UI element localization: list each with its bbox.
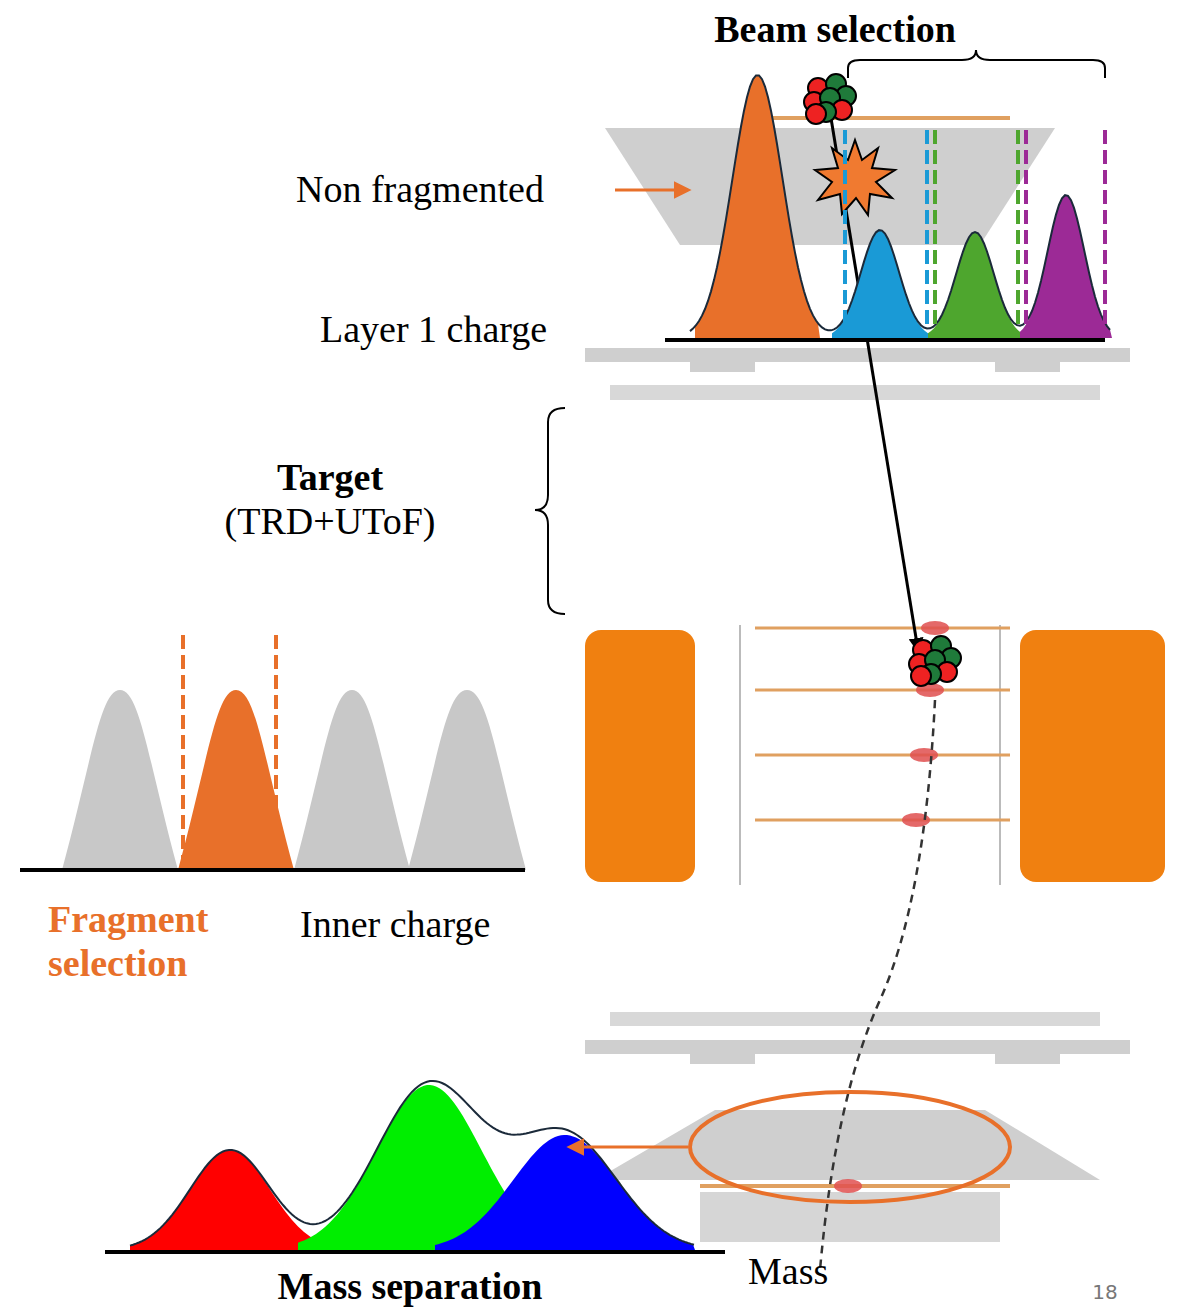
bracket — [535, 408, 565, 614]
nucleus-symbols — [804, 74, 961, 686]
pointer-arrow — [615, 189, 688, 192]
annotation: Non fragmented — [296, 168, 544, 212]
axis-label: Inner charge — [300, 903, 490, 947]
slide-number: 18 — [1092, 1281, 1117, 1304]
axis-label: Layer 1 charge — [320, 308, 547, 352]
heading: Target — [277, 456, 383, 500]
charge-histograms — [20, 75, 1112, 1252]
heading: Beam selection — [714, 8, 956, 52]
heading: Mass separation — [278, 1265, 543, 1309]
axis-label: Mass — [748, 1250, 828, 1294]
ams-detector — [585, 112, 1165, 1270]
pointer-arrow — [570, 1146, 688, 1149]
bracket — [848, 50, 1105, 78]
annotation: (TRD+UToF) — [225, 500, 436, 544]
heading: Fragment selection — [48, 898, 253, 985]
